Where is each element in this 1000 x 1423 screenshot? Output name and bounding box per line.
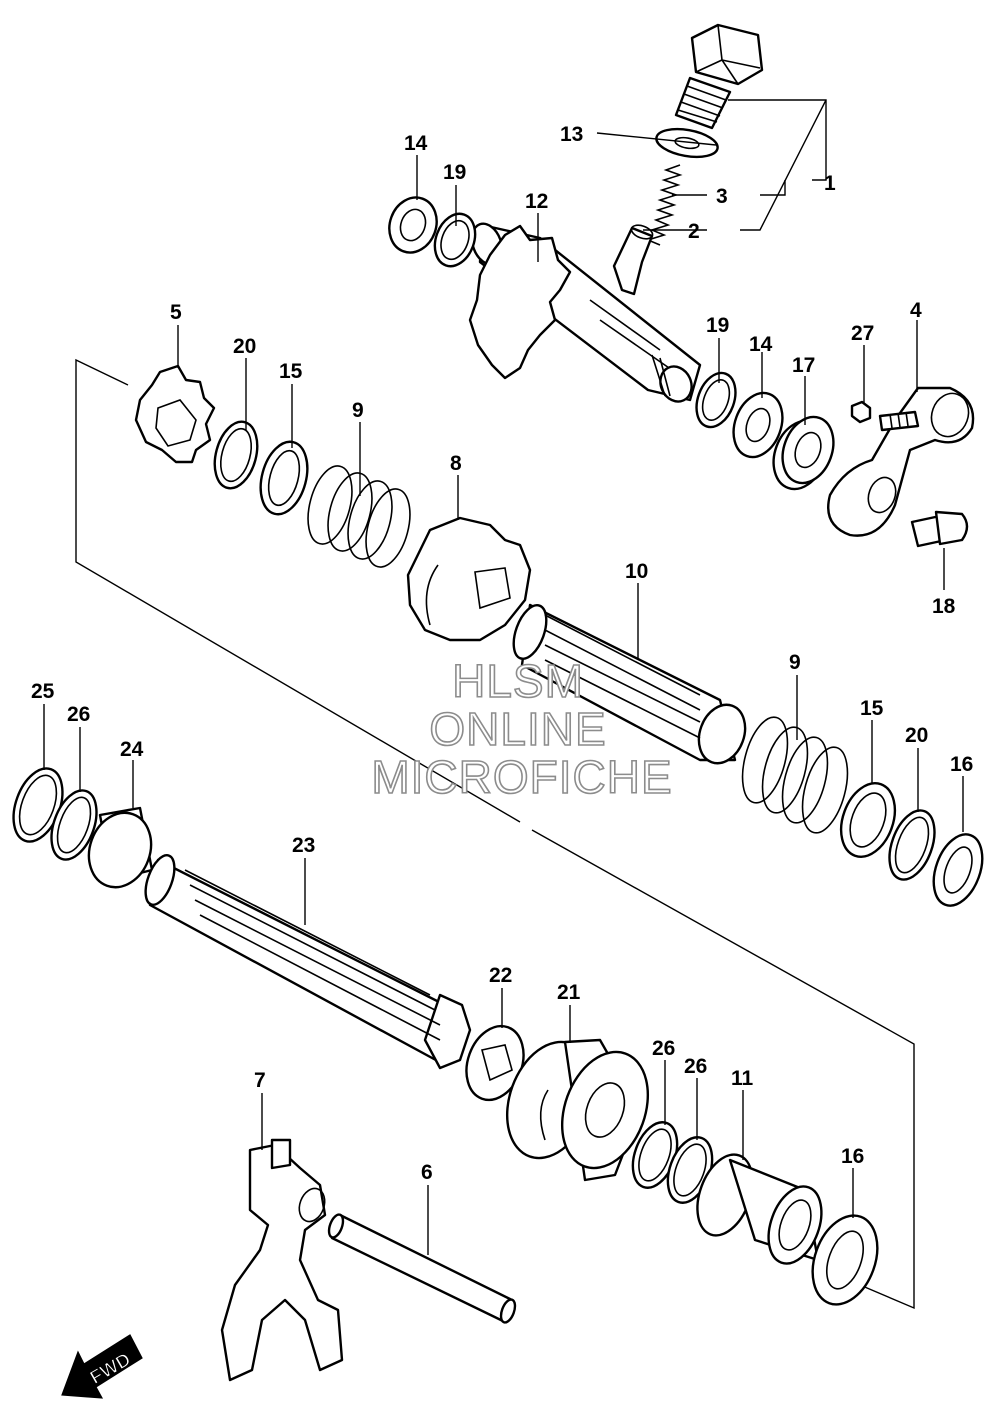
callout-26-left: 26 — [67, 703, 90, 726]
spring-part-9-left — [307, 465, 411, 568]
callout-19-right: 19 — [706, 314, 729, 337]
callout-25: 25 — [31, 680, 55, 703]
leader-lines — [43, 99, 964, 1255]
callout-15-left: 15 — [279, 360, 303, 383]
callout-1: 1 — [824, 172, 836, 195]
washer-part-16-bottom — [811, 1214, 879, 1306]
callout-10: 10 — [625, 560, 648, 583]
callout-8: 8 — [450, 452, 462, 475]
washer-part-15-left — [259, 440, 309, 516]
callout-14-right: 14 — [749, 333, 773, 356]
callout-15-right: 15 — [860, 697, 884, 720]
washer-part-16-right — [932, 833, 984, 907]
circlip-part-26-mid — [631, 1121, 679, 1189]
watermark-line3: MICROFICHE — [371, 751, 672, 803]
callout-26-right: 26 — [684, 1055, 707, 1078]
callout-20-left: 20 — [233, 335, 256, 358]
callout-23: 23 — [292, 834, 315, 857]
circlip-part-19-top — [433, 212, 477, 268]
callout-14-upper: 14 — [404, 132, 428, 155]
callout-26-mid: 26 — [652, 1037, 675, 1060]
callout-16-bottom: 16 — [841, 1145, 864, 1168]
callout-4: 4 — [910, 299, 922, 322]
callout-17: 17 — [792, 354, 815, 377]
assembly-boundary-lines — [75, 358, 915, 1310]
washer-part-14-right — [732, 391, 784, 459]
shaft-part-6 — [327, 1213, 517, 1324]
gear-shaft-part-12 — [468, 222, 702, 403]
washer-part-15-right — [839, 782, 897, 858]
callout-24: 24 — [120, 738, 144, 761]
callout-19-upper: 19 — [443, 161, 466, 184]
callout-7: 7 — [254, 1069, 266, 1092]
pin-part-2 — [612, 224, 654, 296]
circlip-part-20-right — [888, 809, 936, 881]
callout-2: 2 — [688, 220, 700, 243]
spring-part-3 — [645, 164, 683, 246]
callout-9-lower: 9 — [789, 651, 801, 674]
callout-11: 11 — [731, 1067, 754, 1090]
callout-18: 18 — [932, 595, 956, 618]
circlip-part-19-right — [695, 371, 737, 429]
circlip-part-20-left — [213, 420, 259, 490]
watermark-line1: HLSM — [452, 655, 584, 707]
cam-part-8 — [406, 516, 532, 642]
bearing-part-17 — [772, 415, 835, 491]
gear-part-5 — [134, 364, 216, 464]
bolt-part-18 — [910, 510, 969, 548]
watermark-line2: ONLINE — [429, 703, 606, 755]
watermark: HLSM ONLINE MICROFICHE — [371, 654, 673, 804]
washer-part-14-top — [388, 196, 438, 254]
bolt-part-1 — [674, 23, 764, 130]
lever-part-4 — [827, 386, 975, 537]
callout-5: 5 — [170, 301, 182, 324]
shaft-part-10 — [512, 603, 747, 765]
callout-21: 21 — [557, 981, 581, 1004]
shaft-part-23 — [144, 854, 472, 1070]
callout-16-right: 16 — [950, 753, 973, 776]
callout-3: 3 — [716, 185, 728, 208]
washer-part-13 — [655, 127, 719, 159]
callout-labels: 1 2 3 4 5 6 7 8 9 9 10 11 12 13 14 14 15… — [31, 123, 973, 1184]
fork-part-7 — [220, 1138, 344, 1382]
nut-part-27 — [850, 400, 872, 424]
drum-part-21 — [505, 1038, 650, 1182]
callout-9-upper: 9 — [352, 399, 364, 422]
callout-27: 27 — [851, 322, 874, 345]
bushing-part-24 — [87, 806, 154, 889]
callout-12: 12 — [525, 190, 548, 213]
callout-22: 22 — [489, 964, 512, 987]
callout-20-right: 20 — [905, 724, 928, 747]
spring-part-9-right — [741, 716, 849, 834]
callout-6: 6 — [421, 1161, 433, 1184]
fwd-arrow-icon: FWD — [61, 1334, 143, 1399]
callout-13: 13 — [560, 123, 583, 146]
circlip-part-26-left — [50, 789, 98, 861]
bushing-part-11 — [696, 1153, 823, 1265]
